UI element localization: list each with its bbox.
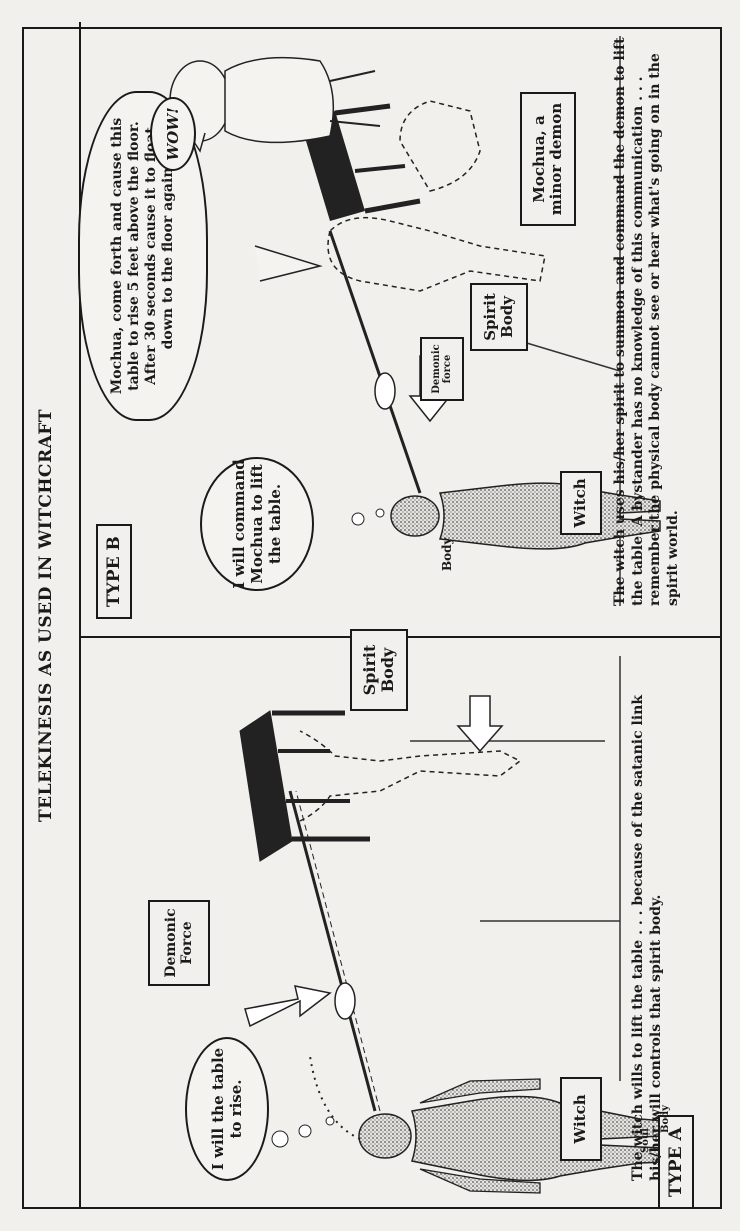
panel-b-witch-text: Witch xyxy=(572,478,589,527)
panel-b-spirit-body-text: Spirit Body xyxy=(482,285,517,349)
panel-b-demon-box: Mochua, a minor demon xyxy=(520,92,576,226)
panel-a-thought-bubble: I will the table to rise. xyxy=(185,1037,269,1181)
panel-b-wow-bubble: WOW! xyxy=(150,97,196,171)
panel-b-spirit-body-box: Spirit Body xyxy=(470,283,528,351)
panel-a-demonic-force-text: Demonic Force xyxy=(163,902,195,984)
panel-b-body-label: Body xyxy=(440,537,454,571)
panel-a-spirit-body-box: Spirit Body xyxy=(350,629,408,711)
panel-b-wow-text: WOW! xyxy=(164,107,182,160)
panel-b-demon-text: Mochua, a minor demon xyxy=(531,94,566,224)
panel-b-witch-box: Witch xyxy=(560,471,602,535)
panel-a-witch-box: Witch xyxy=(560,1077,602,1161)
panel-a-demonic-force-box: Demonic Force xyxy=(148,900,210,986)
panel-b-caption: The witch uses his/her spirit to summon … xyxy=(612,36,682,606)
panel-b-demonic-force-text: Demonic force xyxy=(431,339,454,399)
panel-b-label: TYPE B xyxy=(96,524,132,619)
panel-a-thought-text: I will the table to rise. xyxy=(209,1039,245,1179)
panel-b-thought-bubble: I will command Mochua to lift the table. xyxy=(200,457,314,591)
panel-b-thought-text: I will command Mochua to lift the table. xyxy=(230,459,284,589)
panel-a-spirit-body-text: Spirit Body xyxy=(361,631,398,709)
panel-b-demonic-force-box: Demonic force xyxy=(420,337,464,401)
panel-a-art xyxy=(240,656,690,1193)
bystander-figure xyxy=(170,58,380,143)
panel-a-caption: The witch wills to lift the table . . . … xyxy=(630,661,665,1181)
panel-a-witch-text: Witch xyxy=(572,1094,589,1143)
table-a xyxy=(240,711,370,861)
